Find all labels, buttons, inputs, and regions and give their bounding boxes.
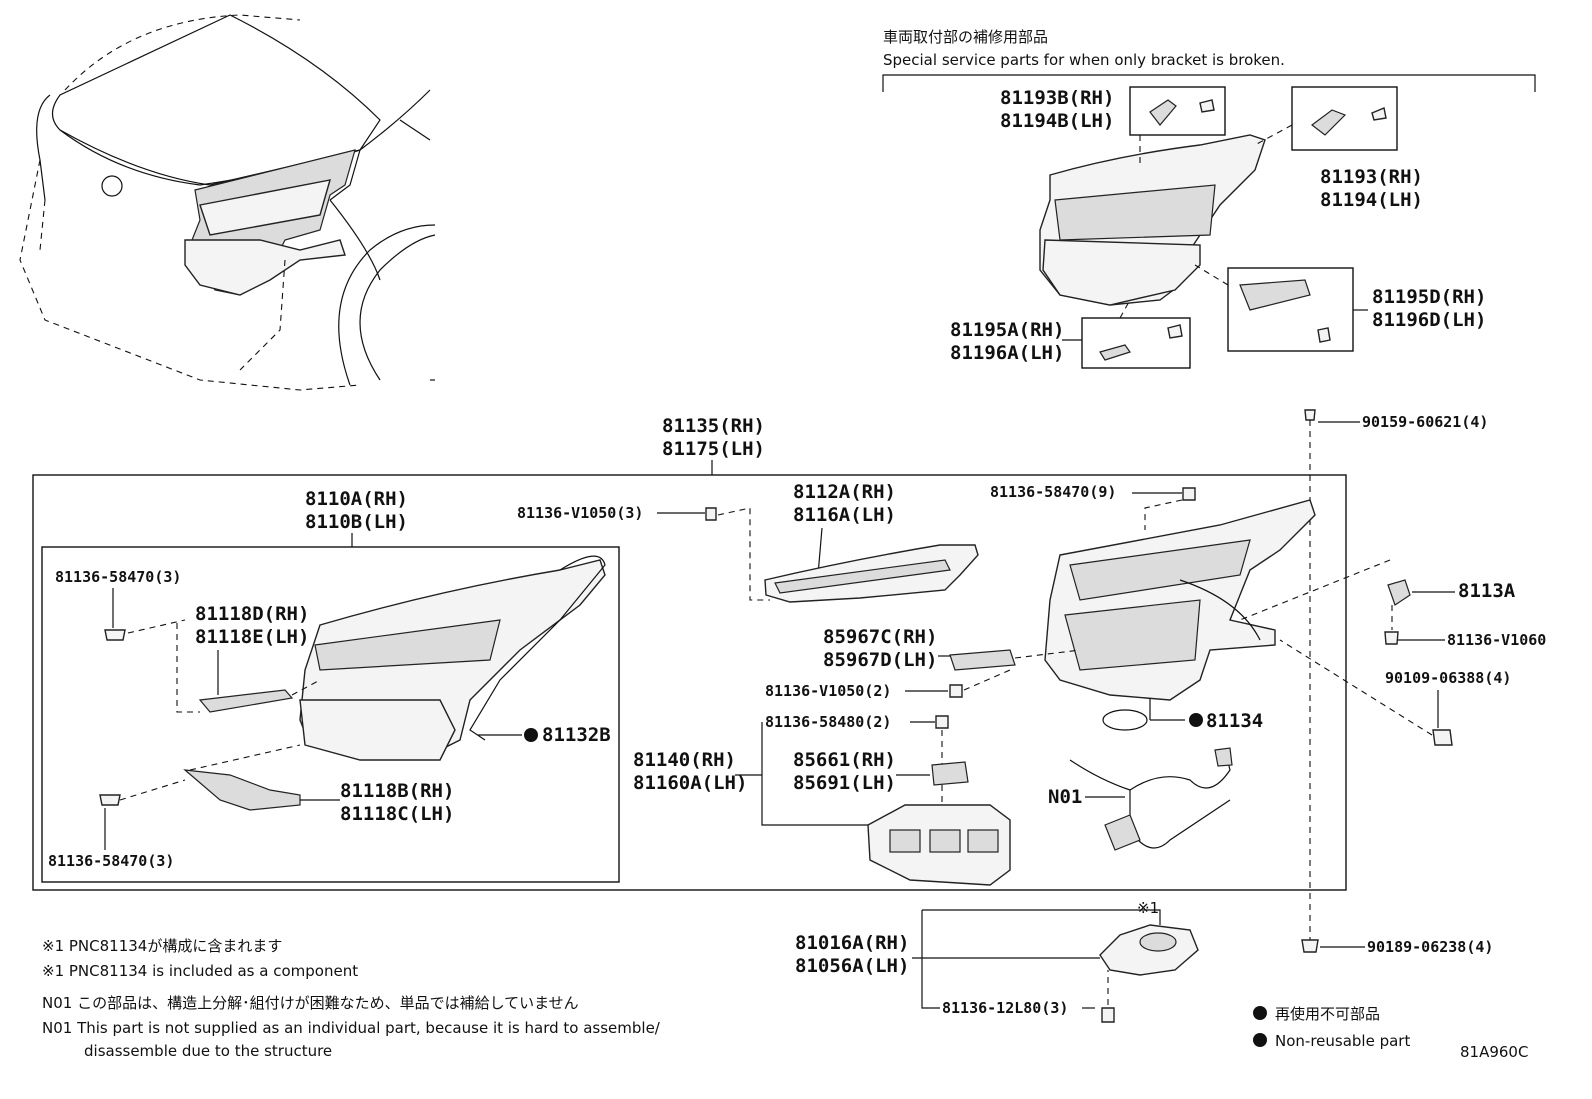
label-81136-58470-9: 81136-58470(9) (990, 483, 1116, 501)
special-parts-title-en: Special service parts for when only brac… (883, 51, 1285, 69)
legend-dot-jp (1253, 1006, 1267, 1020)
label-81194b: 81194B(LH) (1000, 110, 1114, 132)
nonreusable-dot-81134 (1189, 713, 1203, 727)
label-81136-58470-3b: 81136-58470(3) (48, 852, 174, 870)
part-8113a (1387, 579, 1411, 606)
label-81195d: 81195D(RH) (1372, 286, 1486, 308)
label-90159: 90159-60621(4) (1362, 413, 1488, 431)
label-81118c: 81118C(LH) (340, 803, 454, 825)
ballast-81016a (1099, 924, 1199, 976)
box-81195a (1081, 317, 1191, 369)
label-85967d: 85967D(LH) (823, 649, 937, 671)
vehicle-front-illustration (19, 14, 436, 391)
box-81193b (1129, 86, 1226, 136)
legend-dot-en (1253, 1033, 1267, 1047)
headlamp-housing-81135 (1044, 499, 1316, 701)
inner-frame-8110a (41, 546, 620, 883)
legend-nonreusable-jp: 再使用不可部品 (1275, 1005, 1380, 1023)
label-81193b: 81193B(RH) (1000, 87, 1114, 109)
label-81118b: 81118B(RH) (340, 780, 454, 802)
label-n01: N01 (1048, 786, 1082, 808)
wire-harness-n01 (1069, 747, 1233, 851)
box-81193 (1291, 86, 1398, 151)
mark-1: ※1 (1137, 899, 1159, 917)
label-90109: 90109-06388(4) (1385, 669, 1511, 687)
label-81118e: 81118E(LH) (195, 626, 309, 648)
label-81160a: 81160A(LH) (633, 772, 747, 794)
label-81195a: 81195A(RH) (950, 319, 1064, 341)
seal-ring-81134 (1102, 709, 1148, 731)
label-8116a: 8116A(LH) (793, 504, 896, 526)
light-bar-8112a (764, 544, 979, 603)
assembly-frame (32, 474, 1347, 891)
label-81175: 81175(LH) (662, 438, 765, 460)
lamp-module-81140 (867, 804, 1011, 886)
label-81118d: 81118D(RH) (195, 603, 309, 625)
label-81134: 81134 (1206, 710, 1263, 732)
label-8113a: 8113A (1458, 580, 1516, 602)
label-81056a: 81056A(LH) (795, 955, 909, 977)
label-81136-12l80: 81136-12L80(3) (942, 999, 1068, 1017)
label-81136-v1050-3: 81136-V1050(3) (517, 504, 643, 522)
label-81016a: 81016A(RH) (795, 932, 909, 954)
label-81135: 81135(RH) (662, 415, 765, 437)
note-1-jp: ※1 PNC81134が構成に含まれます (42, 937, 282, 955)
diagram-id: 81A960C (1460, 1043, 1528, 1061)
label-8112a: 8112A(RH) (793, 481, 896, 503)
legend-nonreusable-en: Non-reusable part (1275, 1032, 1410, 1050)
label-81194: 81194(LH) (1320, 189, 1423, 211)
note-n01-en-1: N01 This part is not supplied as an indi… (42, 1019, 661, 1037)
note-1-en: ※1 PNC81134 is included as a component (42, 962, 358, 980)
note-n01-en-2: disassemble due to the structure (84, 1042, 332, 1060)
label-81193: 81193(RH) (1320, 166, 1423, 188)
label-85967c: 85967C(RH) (823, 626, 937, 648)
label-90189: 90189-06238(4) (1367, 938, 1493, 956)
label-81140: 81140(RH) (633, 749, 736, 771)
label-81136-v1050-2: 81136-V1050(2) (765, 682, 891, 700)
part-85967c (949, 649, 1016, 671)
label-81196d: 81196D(LH) (1372, 309, 1486, 331)
label-85661: 85661(RH) (793, 749, 896, 771)
label-85691: 85691(LH) (793, 772, 896, 794)
label-81132b: 81132B (542, 724, 611, 746)
box-81195d (1227, 267, 1354, 352)
label-81136-58470-3a: 81136-58470(3) (55, 568, 181, 586)
nonreusable-dot-81132b (524, 728, 538, 742)
bracket-headlamp-sketch (1039, 134, 1266, 306)
note-n01-jp: N01 この部品は、構造上分解･組付けが困難なため、単品では補給していません (42, 994, 579, 1012)
special-parts-bracket (882, 74, 1536, 92)
label-81136-58480: 81136-58480(2) (765, 713, 891, 731)
part-85661 (931, 761, 969, 786)
label-8110b: 8110B(LH) (305, 511, 408, 533)
label-81196a: 81196A(LH) (950, 342, 1064, 364)
headlamp-unit-8110a (299, 555, 606, 761)
label-8110a: 8110A(RH) (305, 488, 408, 510)
label-81136-v1060: 81136-V1060 (1447, 631, 1546, 649)
special-parts-title-jp: 車両取付部の補修用部品 (883, 28, 1048, 46)
